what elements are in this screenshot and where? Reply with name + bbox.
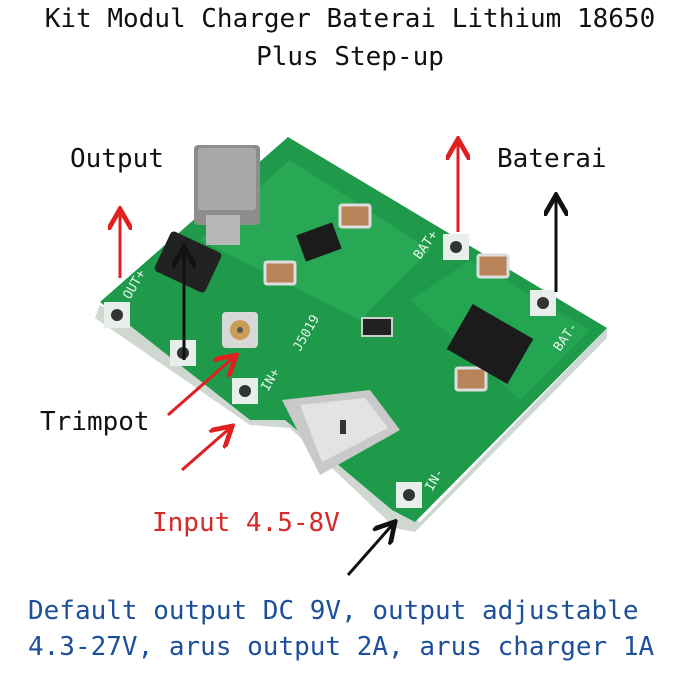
trimpot-arrow-icon	[167, 357, 234, 417]
ic-sot23	[296, 222, 342, 262]
trimpot-label: Trimpot	[40, 407, 150, 437]
output-label: Output	[70, 144, 164, 174]
solder-pads	[104, 234, 556, 508]
resistor	[361, 317, 393, 337]
trimpot	[222, 312, 258, 348]
title-line-1: Kit Modul Charger Baterai Lithium 18650	[44, 4, 656, 34]
capacitors	[263, 203, 510, 392]
description-line-1: Default output DC 9V, output adjustable	[28, 596, 639, 626]
input-plus-arrow-icon	[181, 428, 230, 472]
pad-holes	[111, 241, 549, 501]
inductor	[194, 145, 260, 245]
input-minus-arrow-icon	[346, 524, 393, 576]
page-title: Kit Modul Charger Baterai Lithium 18650 …	[0, 0, 700, 76]
input-label: Input 4.5-8V	[152, 508, 340, 538]
description-line-2: 4.3-27V, arus output 2A, arus charger 1A	[28, 632, 655, 662]
title-line-2: Plus Step-up	[256, 42, 444, 72]
charger-ic	[446, 303, 534, 385]
micro-usb-port	[282, 390, 400, 475]
baterai-label: Baterai	[497, 144, 607, 174]
